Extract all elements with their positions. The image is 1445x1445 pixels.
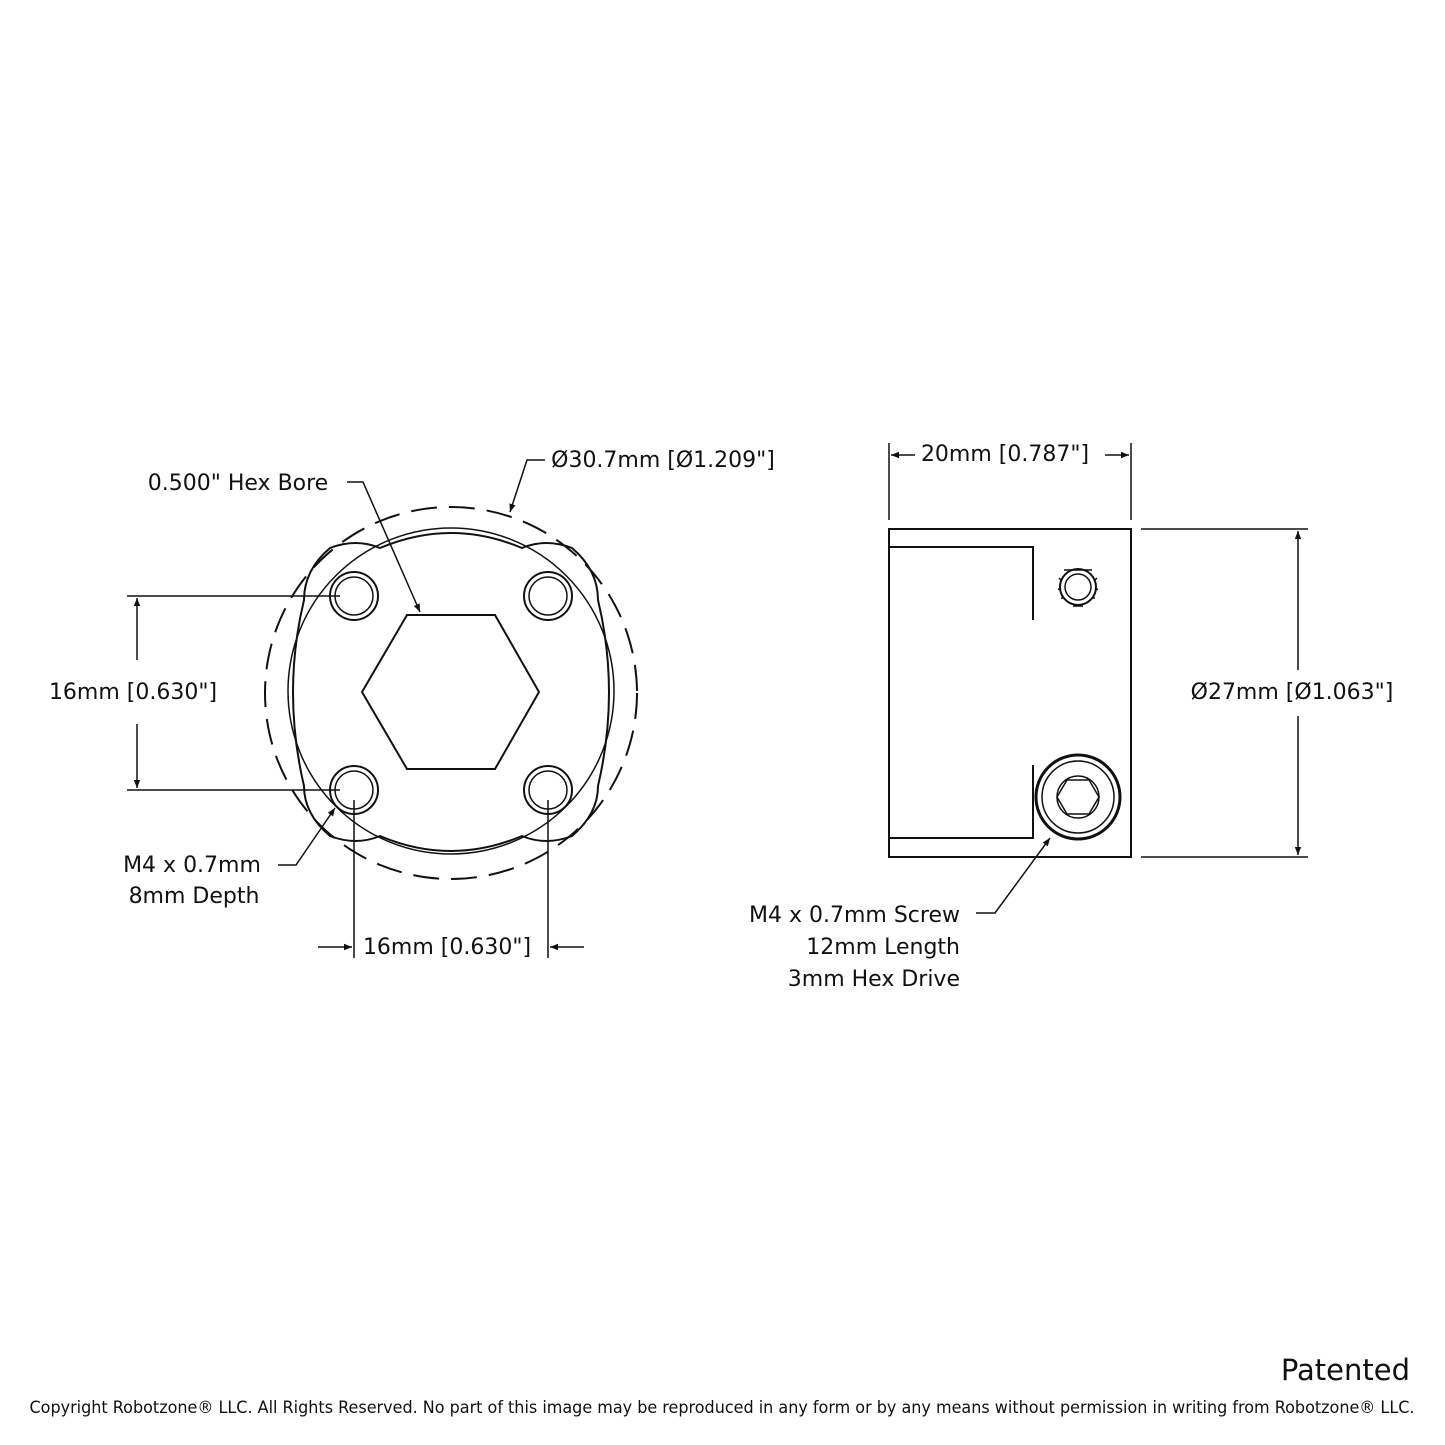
tapped-hole-label-line2: 8mm Depth <box>129 884 260 909</box>
clamp-slot-bottom <box>889 765 1034 839</box>
screw-label-line1: M4 x 0.7mm Screw <box>749 903 960 928</box>
hub-body-outline <box>292 532 610 852</box>
copyright-notice: Copyright Robotzone® LLC. All Rights Res… <box>30 1398 1415 1418</box>
patented-label: Patented <box>1281 1353 1410 1387</box>
screw-label-line2: 12mm Length <box>806 935 960 960</box>
tapped-holes <box>329 571 573 815</box>
clamp-screw-head <box>1034 753 1122 841</box>
side-view: 20mm [0.787"] Ø27mm [Ø1.063"] M4 x 0.7mm… <box>749 442 1393 992</box>
set-screw-knurl <box>1057 568 1099 607</box>
outer-diameter-phantom-circle <box>264 506 638 880</box>
hex-bore <box>360 614 541 770</box>
hub-side-body <box>888 528 1132 858</box>
front-view: 0.500" Hex Bore Ø30.7mm [Ø1.209"] 16mm [… <box>49 448 775 960</box>
side-width-label: 20mm [0.787"] <box>921 442 1089 467</box>
hex-drive-icon <box>1056 779 1100 815</box>
horizontal-spacing-label: 16mm [0.630"] <box>363 935 531 960</box>
front-diameter-label: Ø30.7mm [Ø1.209"] <box>551 448 775 473</box>
tapped-hole-label-line1: M4 x 0.7mm <box>123 853 261 878</box>
hex-bore-label: 0.500" Hex Bore <box>148 471 328 496</box>
hub-inner-circle <box>287 527 615 855</box>
vertical-spacing-label: 16mm [0.630"] <box>49 680 217 705</box>
screw-label-line3: 3mm Hex Drive <box>788 967 960 992</box>
side-diameter-label: Ø27mm [Ø1.063"] <box>1191 680 1394 705</box>
clamp-slot-top <box>889 546 1034 620</box>
